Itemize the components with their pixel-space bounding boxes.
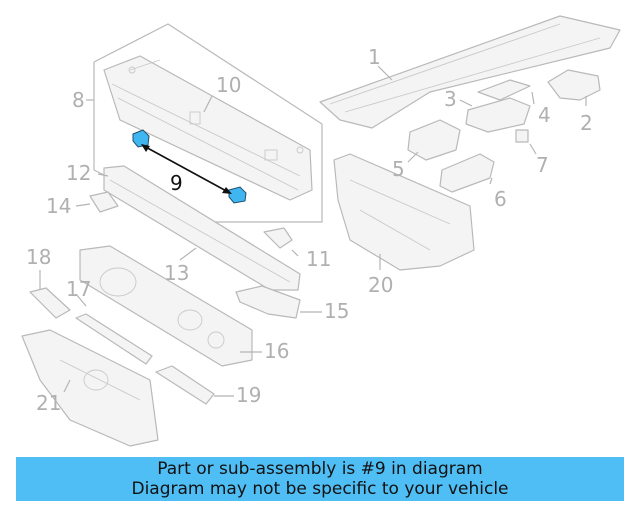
bracket-2-part	[547, 69, 601, 101]
dash-panel-20-part	[333, 153, 475, 271]
banner-line-2: Diagram may not be specific to your vehi…	[131, 479, 509, 499]
callout-4: 4	[538, 103, 551, 127]
callout-10: 10	[216, 73, 241, 97]
upper-cowl-part	[319, 15, 621, 129]
cross-member-part	[89, 165, 301, 291]
callout-6: 6	[494, 187, 507, 211]
parts-diagram: 1 2 3 4 5 6 7 8 9 10 11 12 13 14 15 16 1…	[21, 15, 621, 447]
banner-line-1: Part or sub-assembly is #9 in diagram	[157, 459, 483, 479]
callout-21: 21	[36, 391, 61, 415]
callout-12: 12	[66, 161, 91, 185]
strip-17-part	[75, 313, 153, 365]
cowl-panel-part	[103, 55, 313, 201]
callout-1: 1	[368, 45, 381, 69]
callout-5: 5	[392, 157, 405, 181]
inset-frame	[93, 23, 323, 223]
callout-19: 19	[236, 383, 261, 407]
bracket-19-part	[155, 365, 215, 405]
front-panel-16-part	[79, 245, 253, 367]
vent-5-part	[407, 119, 461, 161]
vent-6-part	[439, 153, 495, 193]
callout-14: 14	[46, 194, 71, 218]
callout-17: 17	[66, 277, 91, 301]
callout-8: 8	[72, 88, 85, 112]
callout-2: 2	[580, 111, 593, 135]
callout-11: 11	[306, 247, 331, 271]
bracket-11-part	[263, 227, 293, 249]
callout-16: 16	[264, 339, 289, 363]
bracket-18-part	[29, 287, 71, 319]
insulator-21-part	[21, 329, 159, 447]
callout-18: 18	[26, 245, 51, 269]
info-banner: Part or sub-assembly is #9 in diagram Di…	[16, 457, 624, 501]
callout-7: 7	[536, 153, 549, 177]
leader-lines	[39, 65, 587, 397]
callout-15: 15	[324, 299, 349, 323]
grille-4-part	[477, 79, 531, 101]
clip-7-part	[515, 129, 529, 143]
bracket-15-part	[235, 285, 301, 319]
callout-9: 9	[170, 171, 183, 195]
callout-3: 3	[444, 87, 457, 111]
callout-20: 20	[368, 273, 393, 297]
highlight-part-9	[132, 129, 247, 204]
callout-13: 13	[164, 261, 189, 285]
duct-3-part	[465, 97, 531, 133]
